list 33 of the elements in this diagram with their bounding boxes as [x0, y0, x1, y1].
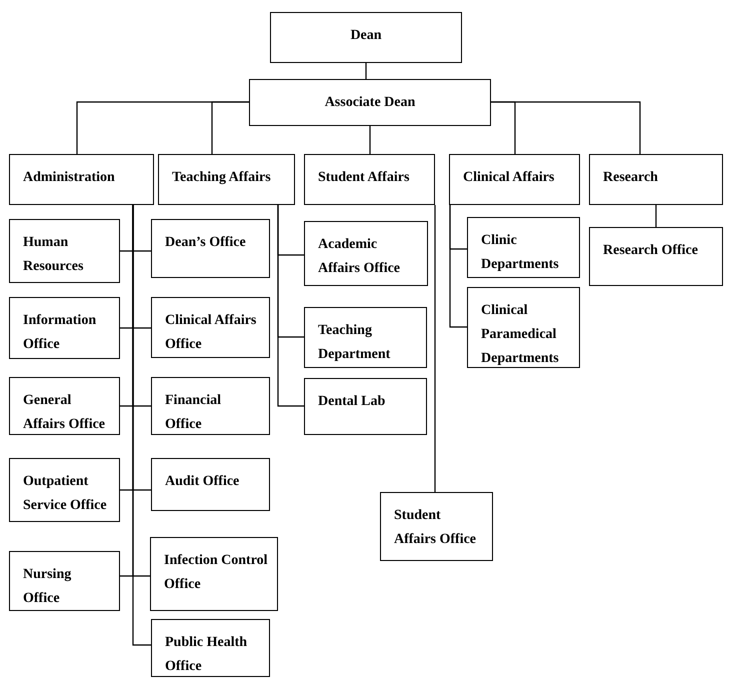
- connector-line: [655, 205, 657, 227]
- org-box: Clinical Affairs Office: [151, 297, 270, 358]
- org-box: Information Office: [9, 297, 120, 359]
- org-box: General Affairs Office: [9, 377, 120, 435]
- org-box: Nursing Office: [9, 551, 120, 611]
- org-box: Dean’s Office: [151, 219, 270, 278]
- org-box: Associate Dean: [249, 79, 491, 126]
- connector-line: [365, 63, 367, 79]
- org-box: Administration: [9, 154, 154, 205]
- org-box: Research Office: [589, 227, 723, 286]
- org-box: Public Health Office: [151, 619, 270, 677]
- connector-line: [277, 205, 304, 407]
- connector-line: [449, 205, 467, 328]
- org-box: Financial Office: [151, 377, 270, 435]
- connector-line: [491, 101, 641, 154]
- org-box: Student Affairs Office: [380, 492, 493, 561]
- org-box: Dental Lab: [304, 378, 427, 435]
- connector-line: [434, 205, 436, 492]
- org-box: Infection Control Office: [150, 537, 278, 611]
- org-box: Outpatient Service Office: [9, 458, 120, 522]
- org-box: Teaching Department: [304, 307, 427, 368]
- org-box: Clinical Affairs: [449, 154, 580, 205]
- org-box: Clinic Departments: [467, 217, 580, 278]
- org-box: Teaching Affairs: [158, 154, 295, 205]
- org-box: Clinical Paramedical Departments: [467, 287, 580, 368]
- connector-line: [211, 101, 249, 154]
- org-box: Research: [589, 154, 723, 205]
- org-box: Audit Office: [151, 458, 270, 511]
- org-box: Dean: [270, 12, 462, 63]
- org-box: Student Affairs: [304, 154, 435, 205]
- org-box: Human Resources: [9, 219, 120, 283]
- org-box: Academic Affairs Office: [304, 221, 428, 286]
- connector-line: [369, 126, 371, 154]
